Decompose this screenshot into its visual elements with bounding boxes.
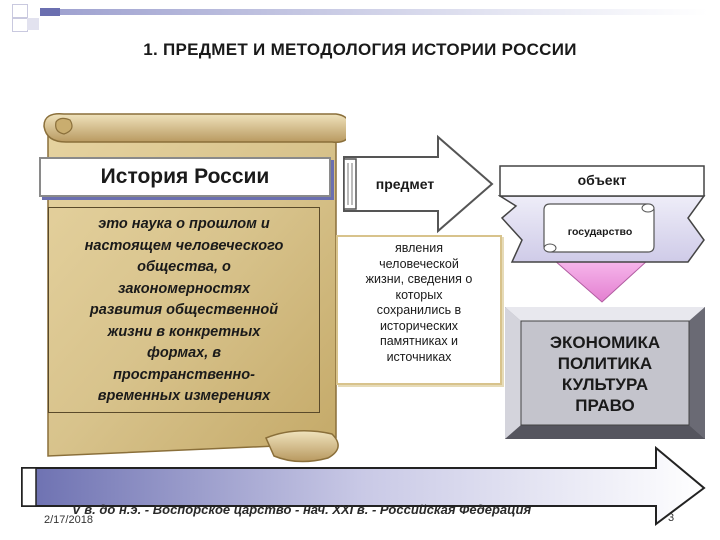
subject-description-box: [336, 235, 502, 385]
definition-line: это наука о прошлом и: [98, 216, 270, 232]
timeline-arrow: [21, 446, 706, 526]
definition-line: общества, о: [137, 259, 231, 275]
definition-line: формах, в: [146, 345, 222, 361]
state-label: государство: [567, 226, 633, 238]
spheres-list: ЭКОНОМИКА ПОЛИТИКА КУЛЬТУРА ПРАВО: [521, 332, 689, 416]
object-label: объект: [577, 172, 627, 188]
subject-line: жизни, сведения о: [365, 272, 473, 286]
subject-label: предмет: [375, 176, 435, 192]
decor-bar-gradient: [60, 9, 708, 15]
decor-square-left: [12, 18, 28, 32]
definition-line: пространственно-: [113, 366, 255, 383]
timeline-text: V в. до н.э. - Воспорское царство - нач.…: [72, 502, 532, 517]
subject-line: исторических: [379, 318, 459, 333]
subject-line: которых: [395, 287, 443, 302]
history-header-box: История России: [39, 157, 331, 197]
page-number: 3: [668, 512, 675, 524]
definition-text: это наука о прошлом и настоящем человече…: [48, 214, 320, 408]
subject-line: памятниках и: [379, 334, 459, 348]
sphere-item: ПОЛИТИКА: [557, 354, 653, 373]
definition-line: настоящем человеческого: [84, 237, 284, 254]
slide-title: 1. ПРЕДМЕТ И МЕТОДОЛОГИЯ ИСТОРИИ РОССИИ: [143, 40, 577, 59]
subject-arrow: [343, 134, 494, 234]
footer-date: 2/17/2018: [44, 514, 93, 526]
sphere-item: КУЛЬТУРА: [561, 375, 649, 394]
subject-description: явления человеческой жизни, сведения о к…: [338, 241, 500, 365]
definition-box: [48, 207, 320, 413]
definition-line: закономерностях: [117, 280, 251, 297]
subject-line: сохранились в: [376, 303, 462, 317]
sphere-item: ЭКОНОМИКА: [549, 333, 661, 352]
subject-line: источниках: [386, 349, 452, 364]
subject-line: явления: [394, 241, 444, 255]
definition-line: развития общественной: [89, 302, 279, 318]
decor-square-right: [27, 18, 39, 30]
object-ribbon: [498, 165, 706, 303]
decor-bar-dark: [40, 8, 60, 16]
definition-line: жизни в конкретных: [107, 323, 261, 340]
spheres-box: [505, 307, 705, 439]
subject-line: человеческой: [379, 256, 459, 271]
decor-square-top: [12, 4, 28, 18]
sphere-item: ПРАВО: [575, 396, 635, 415]
parchment-scroll: [43, 113, 346, 463]
definition-line: временных измерениях: [97, 388, 271, 404]
history-heading: История России: [100, 165, 270, 188]
